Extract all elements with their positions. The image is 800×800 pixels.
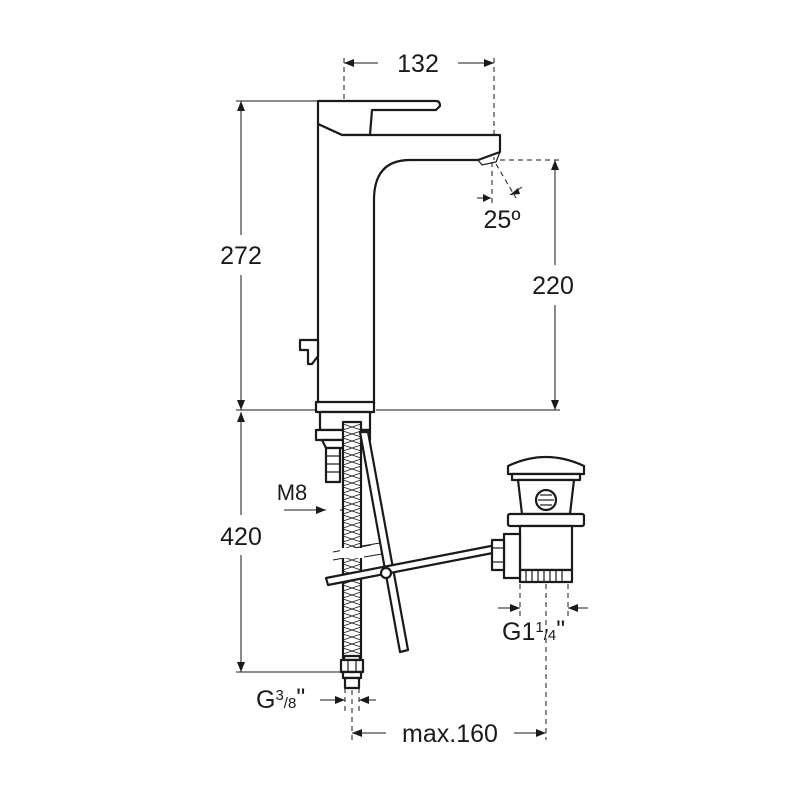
- dimension-below-length: 420: [220, 412, 340, 673]
- threaded-rod: [324, 446, 342, 484]
- dimension-max-distance: max.160: [352, 584, 547, 748]
- pipe-thread-label: G3/8": [256, 684, 305, 714]
- below-length-label: 420: [220, 523, 262, 551]
- width-top-label: 132: [397, 50, 439, 78]
- thread-m8-label: M8: [277, 480, 308, 505]
- spout-height-label: 220: [532, 272, 574, 300]
- height-total-label: 272: [220, 242, 262, 270]
- drain-thread: [518, 568, 574, 584]
- lever-handle: [316, 99, 442, 137]
- base-flange: [314, 400, 376, 414]
- drain-thread-label: G11/4": [502, 616, 565, 646]
- popup-knob: [298, 338, 320, 366]
- drain-cap: [506, 455, 586, 476]
- faucet-body: [298, 99, 502, 450]
- spout-column: [316, 122, 502, 406]
- dimension-pipe-thread: G3/8": [256, 684, 376, 714]
- max-distance-label: max.160: [402, 720, 498, 748]
- angle-label: 25º: [484, 206, 521, 234]
- dimension-drain-thread: G11/4": [498, 584, 588, 646]
- dimension-height-total: 272: [220, 100, 318, 411]
- dimension-angle: 25º: [477, 162, 523, 234]
- popup-waste: [490, 455, 586, 584]
- drain-nut: [506, 512, 586, 528]
- hose-end-fitting: [339, 654, 365, 690]
- dimension-spout-height: 220: [376, 159, 574, 411]
- dimension-thread-m8: M8: [277, 480, 352, 514]
